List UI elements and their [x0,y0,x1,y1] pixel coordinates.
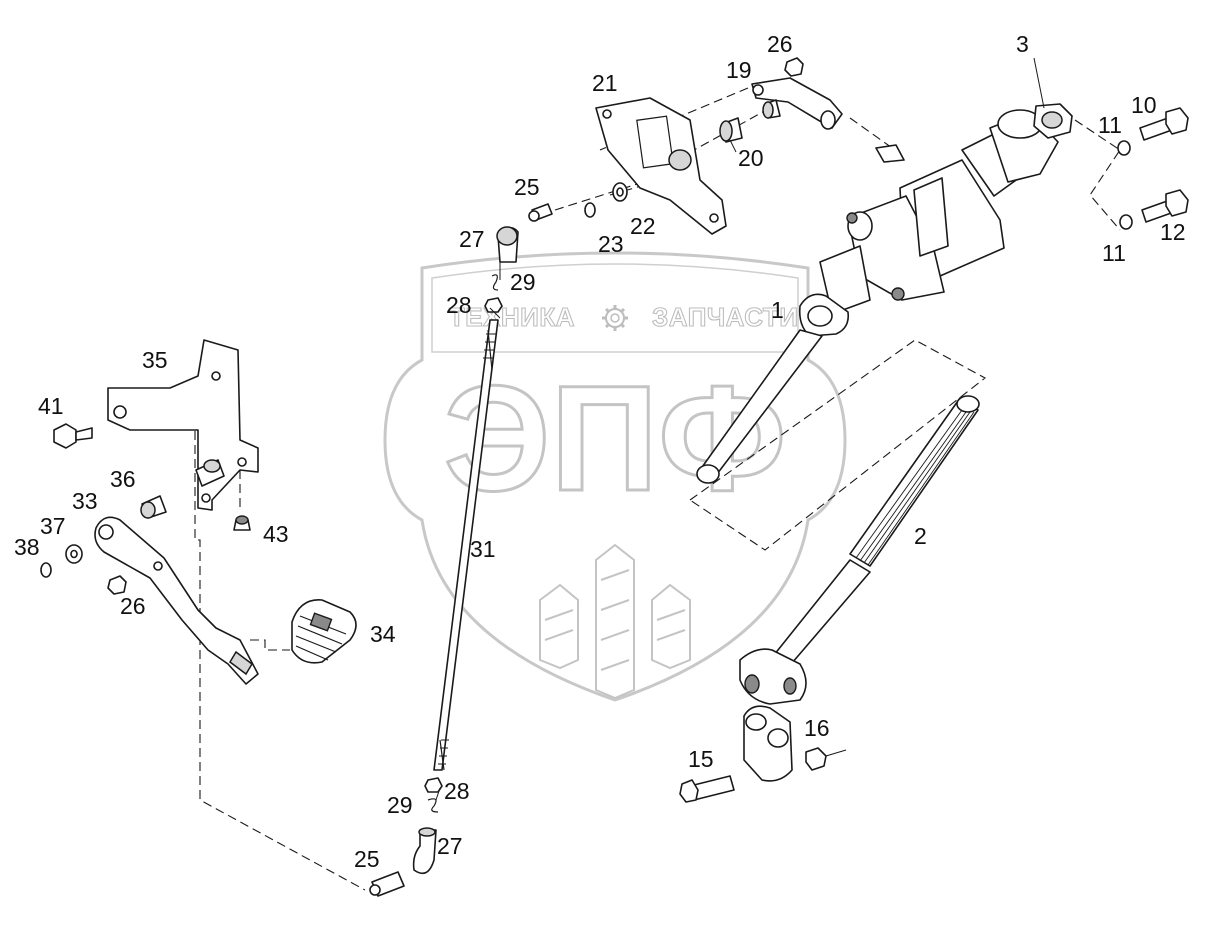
leader-lines [435,57,1045,801]
callout-12: 12 [1160,219,1186,245]
callout-35: 35 [142,347,168,373]
callout-27-top: 27 [459,226,485,252]
callout-41: 41 [38,393,64,419]
part-26-nut-top [784,57,804,77]
watermark-brand-left: ТЕХНИКА [449,302,575,332]
callout-25-top: 25 [514,174,540,200]
part-11-washer-top [1117,140,1131,156]
callout-31: 31 [470,536,496,562]
callout-29-top: 29 [510,269,536,295]
part-31-rod [424,274,503,813]
callout-27-bottom: 27 [437,833,463,859]
part-12-bolt [1141,189,1189,223]
watermark-shield-inner [431,263,799,353]
part-43-nut [233,515,251,531]
part-41-bolt [53,423,93,449]
callout-2: 2 [914,523,927,549]
gear-icon [602,305,628,331]
callout-15: 15 [688,746,714,772]
callout-3: 3 [1016,31,1029,57]
callout-38: 38 [14,534,40,560]
part-15-16-clamp [679,705,847,803]
callout-23: 23 [598,231,624,257]
callout-labels: 1 2 3 10 11 11 12 15 16 19 20 21 22 23 2… [14,31,1186,872]
part-3-top-nut [989,103,1073,183]
part-34-pedal-pad [291,599,357,664]
part-2-splined-shaft [739,395,980,705]
callout-20: 20 [738,145,764,171]
callout-1: 1 [771,297,784,323]
callout-28-bottom: 28 [444,778,470,804]
callout-26-top: 26 [767,31,793,57]
callout-22: 22 [630,213,656,239]
dash-shaft-box [689,339,986,551]
part-11-washer-bottom [1119,214,1133,230]
part-10-bolt [1139,107,1189,141]
watermark-brand-right: ЗАПЧАСТИ [652,302,799,332]
part-37-38-washer-clip [40,544,83,578]
part-26-nut-left [107,575,127,595]
callout-10: 10 [1131,92,1157,118]
watermark-wheat-icon [539,543,691,700]
callout-16: 16 [804,715,830,741]
callout-28-top: 28 [446,292,472,318]
callout-25-bottom: 25 [354,846,380,872]
callout-26-left: 26 [120,593,146,619]
callout-21: 21 [592,70,618,96]
part-19-lever [751,77,905,163]
part-22-23-washers [584,182,628,218]
dash-pedal-pad [250,639,290,651]
callout-34: 34 [370,621,396,647]
callout-11-top: 11 [1098,112,1122,138]
part-20-bushings [719,99,781,143]
part-36-pin [140,459,225,519]
callout-19: 19 [726,57,752,83]
part-1-steering-column [696,127,1031,484]
callout-36: 36 [110,466,136,492]
part-25-27-ball-joint-top [496,203,553,263]
watermark-shield [383,251,847,702]
part-21-mounting-plate [595,97,727,235]
callout-33: 33 [72,488,98,514]
callout-43: 43 [263,521,289,547]
part-33-pedal-arm [94,516,259,685]
callout-11-bottom: 11 [1102,240,1126,266]
callout-29-bottom: 29 [387,792,413,818]
dash-bolts [1074,119,1121,231]
dash-rod-top [554,171,691,211]
callout-37: 37 [40,513,66,539]
part-25-27-ball-joint-bottom [369,827,437,897]
